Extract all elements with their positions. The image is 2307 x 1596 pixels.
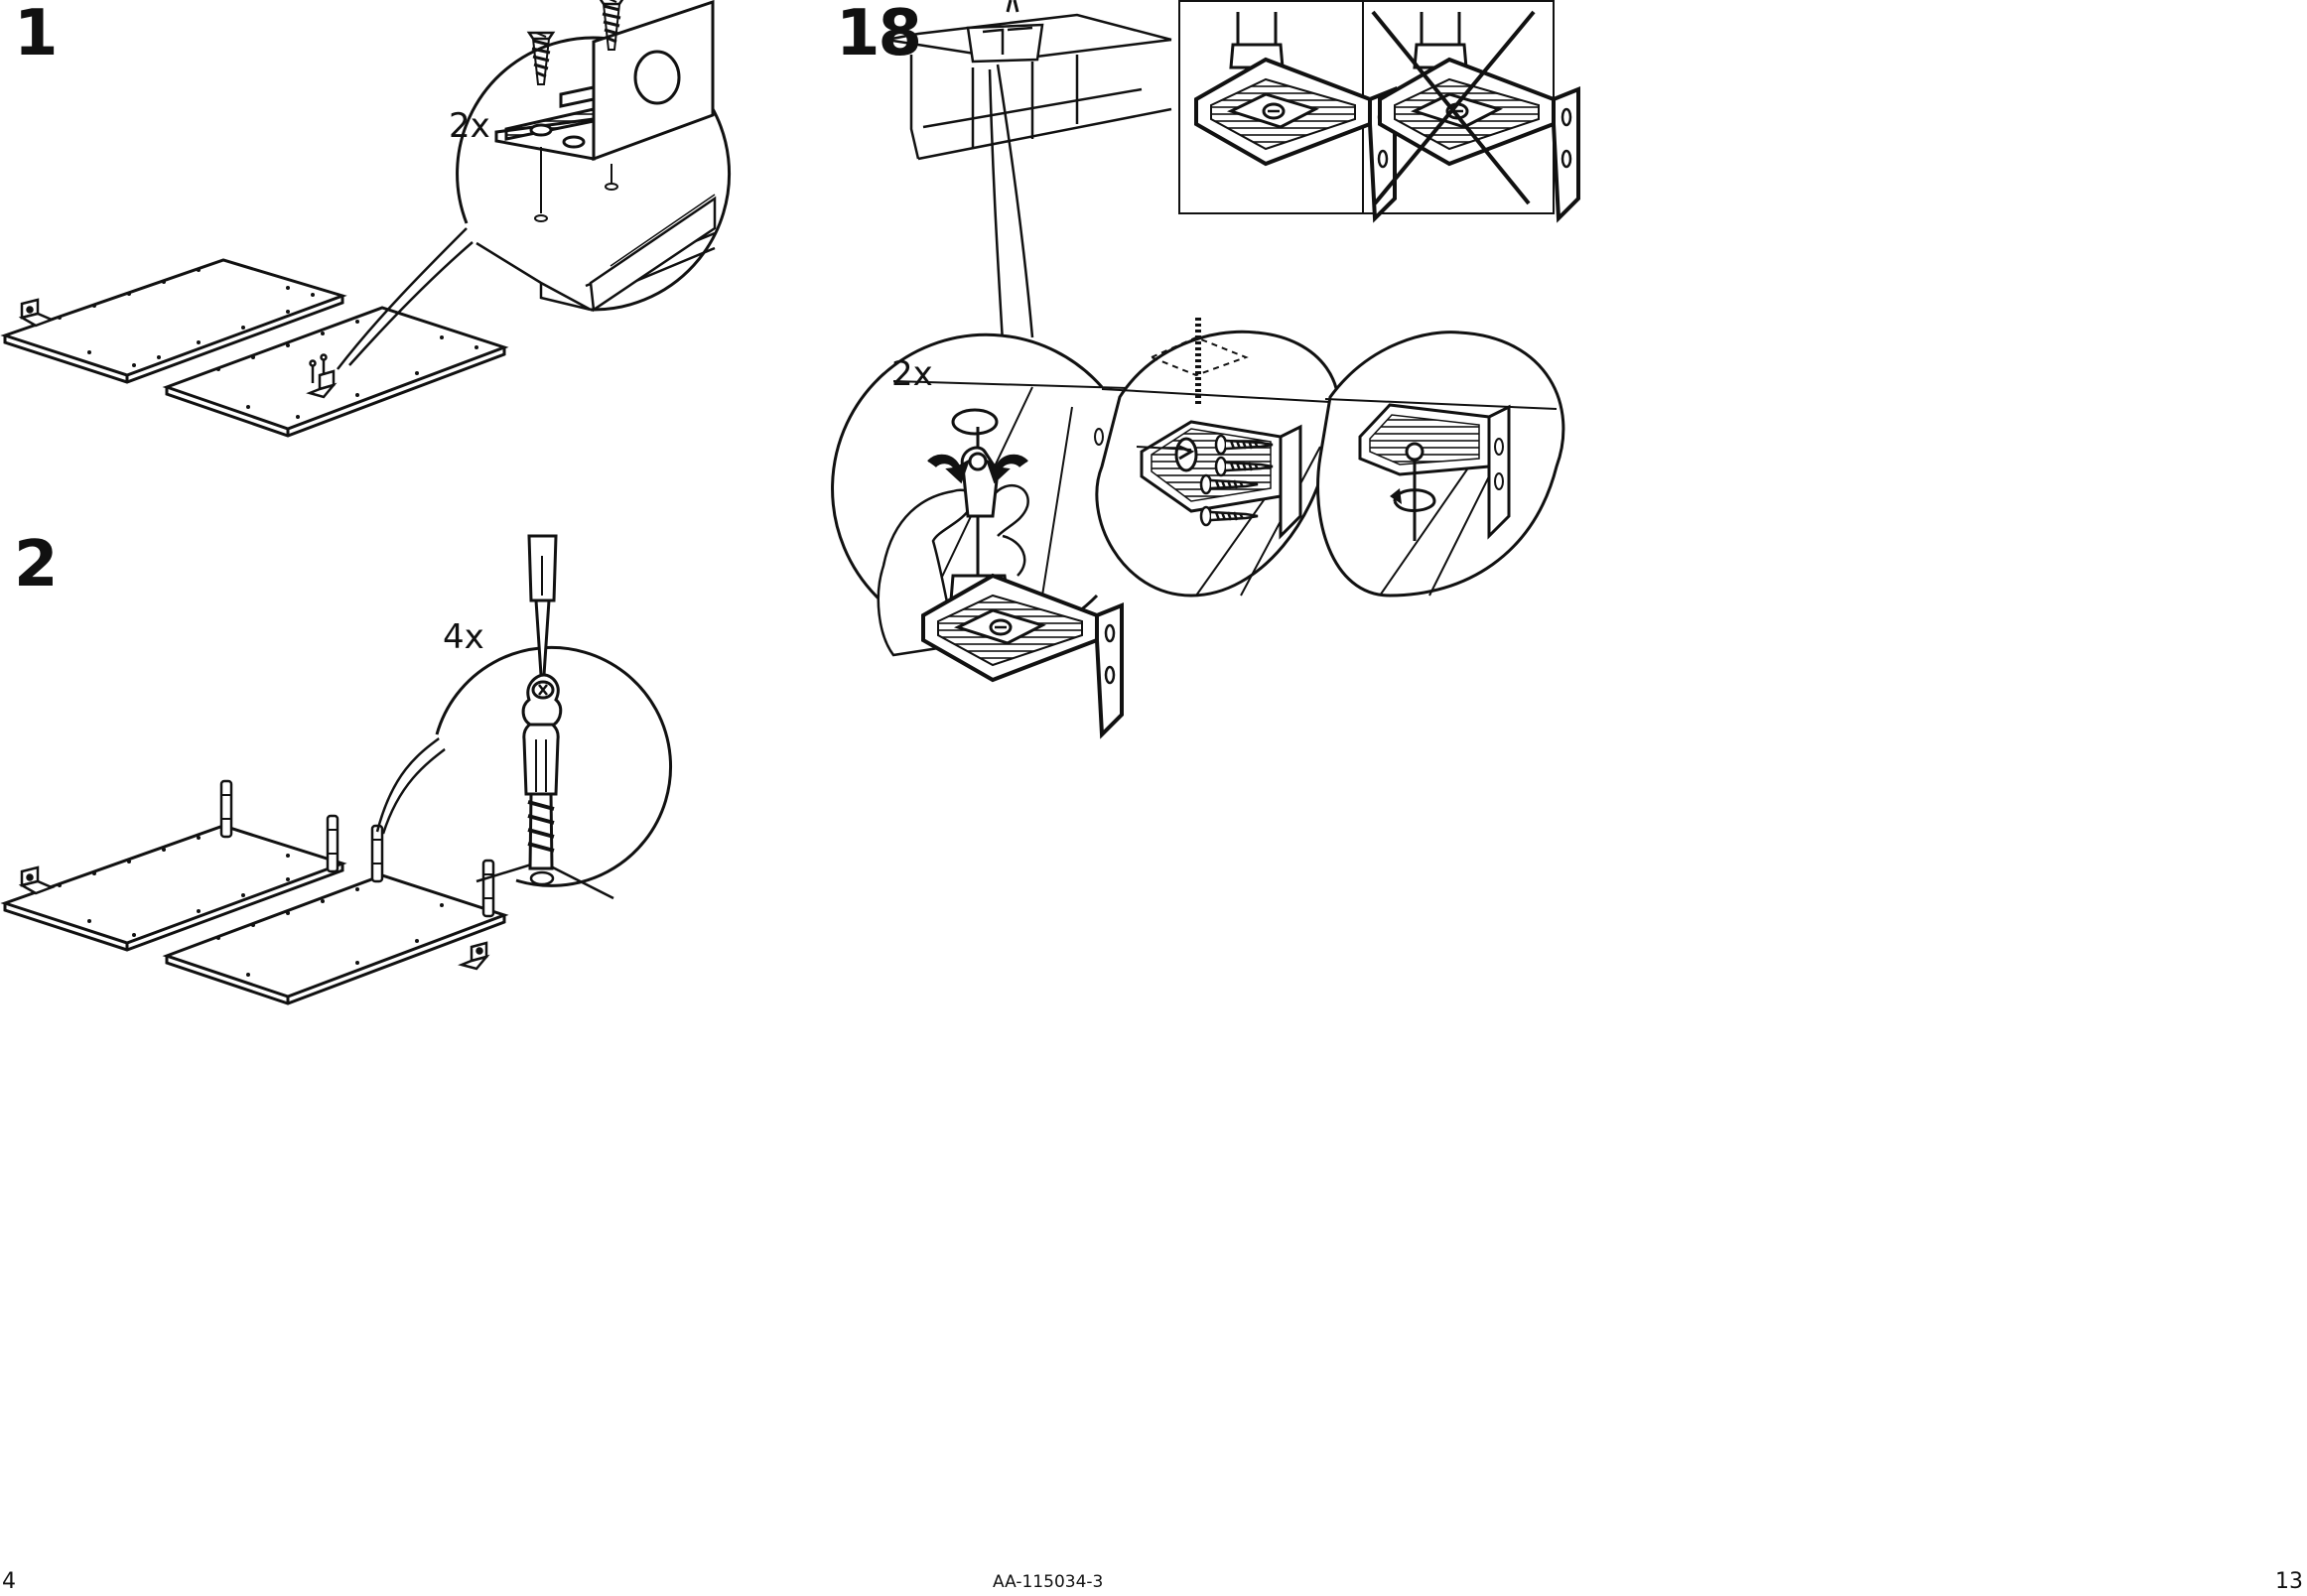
step-18-number: 18: [836, 2, 920, 66]
kitchen-counter-sketch: [886, 0, 1171, 159]
step-1-quantity: 2x: [449, 109, 490, 143]
step2-callout-pointer: [377, 736, 449, 834]
step18-callout-pointer: [990, 65, 1032, 342]
step18-detail-circle-3: [1318, 332, 1563, 596]
step2-bracket-right: [462, 943, 486, 969]
step-1-number: 1: [14, 2, 57, 66]
step-2-number: 2: [14, 533, 57, 597]
document-code: AA-115034-3: [993, 1574, 1103, 1591]
page-number-right: 13: [2275, 1571, 2303, 1593]
step-2-quantity: 4x: [443, 620, 484, 654]
step-18-quantity: 2x: [891, 357, 933, 391]
step1-bracket-left: [22, 300, 52, 326]
step18-detail-circle-2: [1097, 318, 1338, 596]
step2-bracket-left: [22, 867, 52, 893]
page-number-left: 4: [2, 1571, 16, 1593]
